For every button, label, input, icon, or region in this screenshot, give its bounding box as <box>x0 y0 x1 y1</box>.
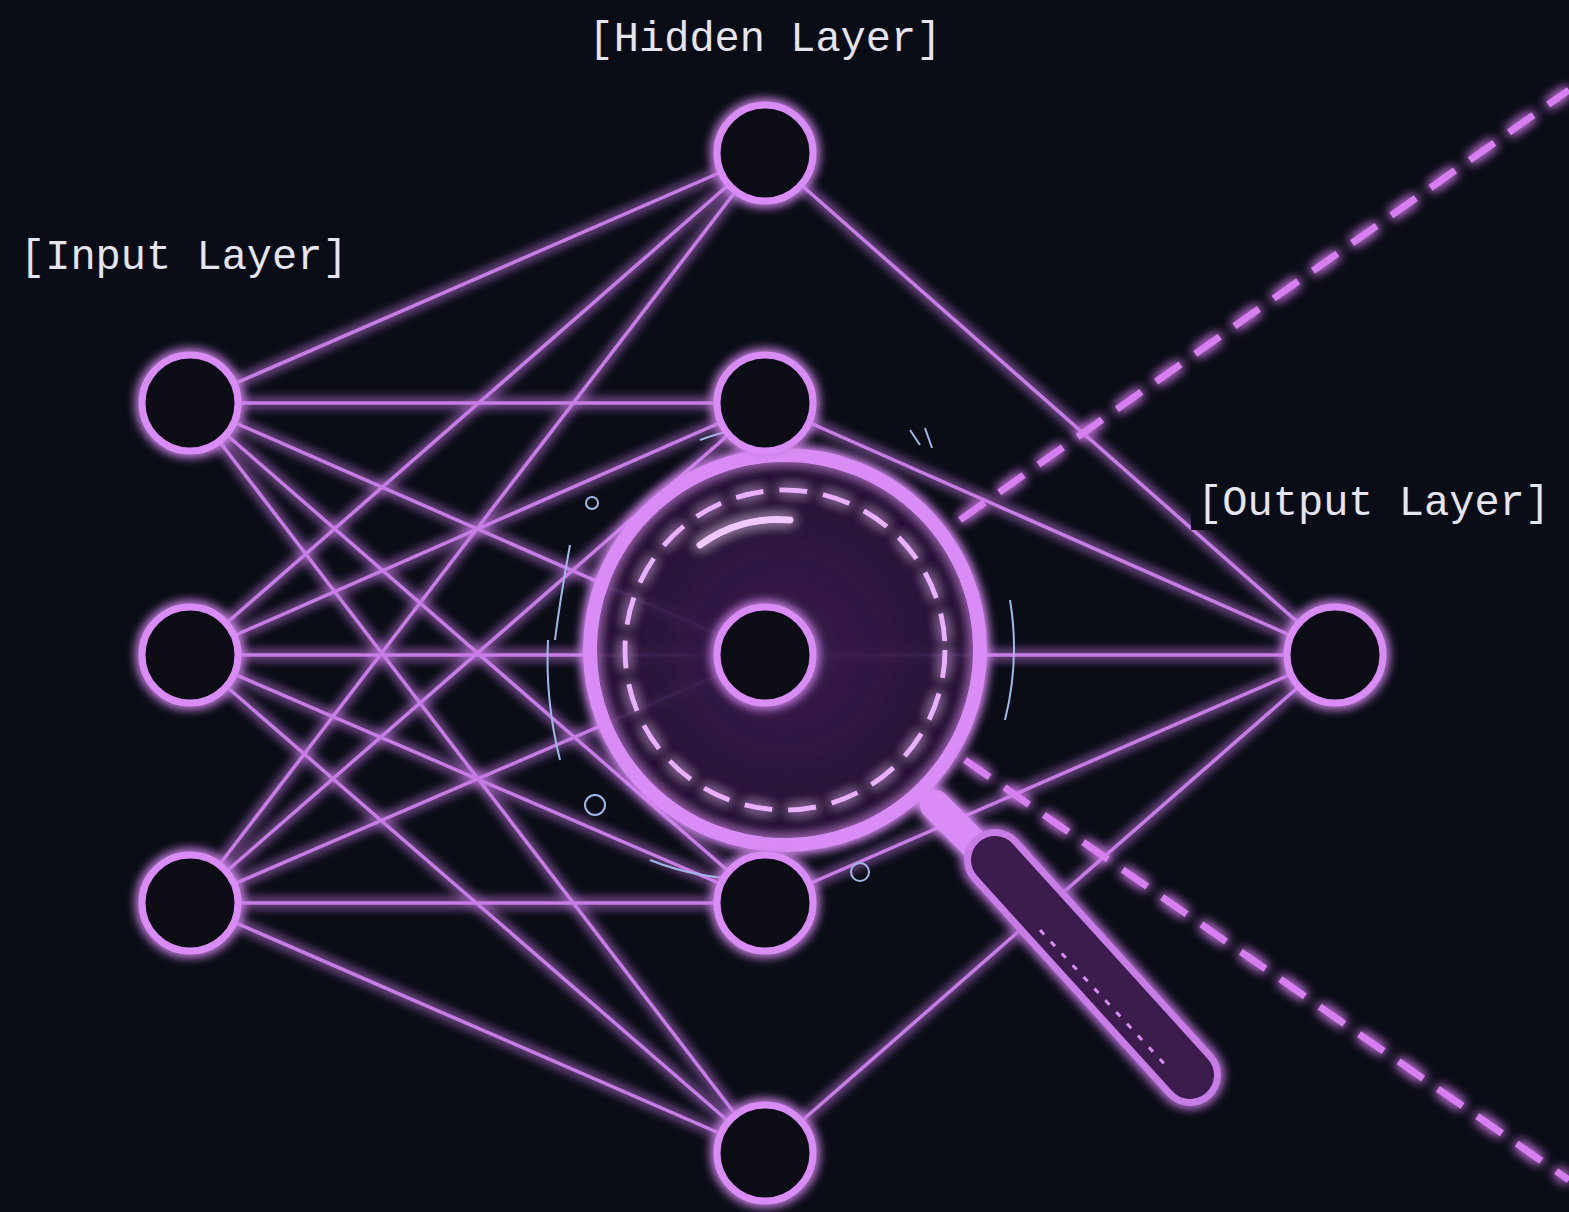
doodles <box>548 428 1015 882</box>
neuron-circle <box>717 355 813 451</box>
scan-beam <box>960 90 1569 1180</box>
neuron-circle <box>717 607 813 703</box>
neuron-circle <box>1287 607 1383 703</box>
layer-label: [Output Layer] <box>1191 478 1556 530</box>
neuron-circle <box>142 607 238 703</box>
neuron-circle <box>717 1105 813 1201</box>
magnifier <box>590 455 1190 1075</box>
neuron-circle <box>717 855 813 951</box>
weight-line <box>190 903 765 1153</box>
layer-label: [Hidden Layer] <box>583 14 948 66</box>
neuron-circle <box>142 355 238 451</box>
network-connections <box>190 153 1335 1153</box>
neuron-circle <box>717 105 813 201</box>
weight-line <box>190 901 765 905</box>
layer-label: [Input Layer] <box>14 232 354 284</box>
neuron-circle <box>142 855 238 951</box>
